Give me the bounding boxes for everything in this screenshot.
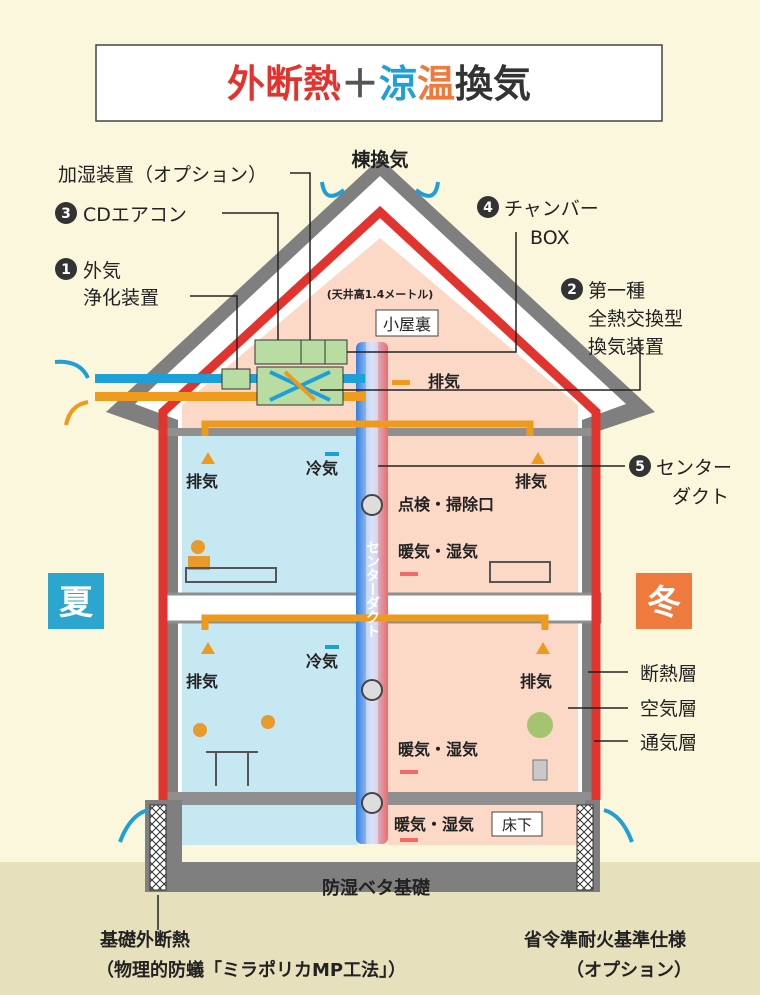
badge-4: 4 <box>483 200 493 216</box>
summer-label: 夏 <box>59 583 94 623</box>
cool-air-label-2f: 冷気 <box>306 459 338 478</box>
warm-humid-label-2f: 暖気・湿気 <box>398 542 478 561</box>
number-badges <box>55 196 651 477</box>
badge-1: 1 <box>61 262 71 278</box>
exhaust-label-summer-1f: 排気 <box>186 672 218 691</box>
warm-humid-label-underfloor: 暖気・湿気 <box>394 815 474 834</box>
exhaust-label-winter-2f: 排気 <box>515 472 547 491</box>
winter-badge <box>636 573 692 629</box>
furniture-summer <box>188 540 275 737</box>
air-purifier-label-1: 外気 <box>83 260 121 282</box>
winter-label: 冬 <box>647 583 681 623</box>
underfloor-label: 床下 <box>502 816 532 834</box>
foundation-insulation-left <box>149 804 167 891</box>
ceiling-height-label: (天井高1.4メートル) <box>327 287 434 301</box>
vent-layer-label: 通気層 <box>640 732 697 754</box>
inspection-port-label: 点検・掃除口 <box>398 495 494 514</box>
fireproof-label-1: 省令準耐火基準仕様 <box>523 929 687 951</box>
humidifier-unit <box>254 339 302 365</box>
humidifier-label: 加湿装置（オプション） <box>58 164 267 186</box>
exhaust-label-winter-1f: 排気 <box>520 672 552 691</box>
underfloor-winter <box>388 805 578 845</box>
foundation-insulation-right <box>576 804 594 891</box>
exhaust-label-summer-2f: 排気 <box>186 472 218 491</box>
room-winter-lower <box>388 622 578 792</box>
exhaust-duct-1f <box>201 614 549 630</box>
chamber-label-2: BOX <box>530 227 569 249</box>
center-duct-label-1: センター <box>656 457 732 479</box>
foundation-insulation-label-2: （物理的防蟻「ミラポリカMP工法」） <box>96 959 406 981</box>
inspection-ports <box>361 494 383 814</box>
summer-badge <box>48 573 104 629</box>
foundation-slab <box>145 800 600 892</box>
exhaust-duct-2f <box>201 420 534 436</box>
foundation-label: 防湿ベタ基礎 <box>322 877 430 899</box>
exhaust-pipe <box>95 392 365 401</box>
plant-pot <box>532 759 548 781</box>
chamber-box <box>324 339 348 365</box>
furniture-lines <box>185 561 551 786</box>
page-title: 外断熱＋涼温換気 <box>227 62 531 106</box>
chamber-label-1: チャンバー <box>504 198 599 220</box>
insulation-layer-line <box>158 205 601 800</box>
underfloor-summer <box>182 805 358 845</box>
center-duct-label-2: ダクト <box>672 486 729 508</box>
air-purifier-unit <box>221 368 251 390</box>
center-duct-vertical-label: センターダクト <box>364 540 380 638</box>
cd-aircon-label: CDエアコン <box>83 204 187 226</box>
roof-vent-label: 棟換気 <box>351 148 408 171</box>
cool-air-label-1f: 冷気 <box>306 652 338 671</box>
ventilator-label-3: 換気装置 <box>588 336 664 358</box>
ventilator-label-1: 第一種 <box>588 280 645 302</box>
attic-label: 小屋裏 <box>383 315 431 334</box>
badge-3: 3 <box>61 206 71 222</box>
air-layer-label: 空気層 <box>640 698 697 720</box>
title-box <box>95 44 663 122</box>
room-winter-upper <box>388 432 578 594</box>
warm-humid-label-1f: 暖気・湿気 <box>398 740 478 759</box>
air-purifier-label-2: 浄化装置 <box>83 287 159 309</box>
badge-5: 5 <box>635 459 645 475</box>
exhaust-label-attic: 排気 <box>428 372 460 391</box>
badge-2: 2 <box>567 282 577 298</box>
ventilator-label-2: 全熱交換型 <box>588 308 683 330</box>
foundation-insulation-label-1: 基礎外断熱 <box>99 929 190 951</box>
leader-lines <box>190 172 641 742</box>
plant <box>527 712 553 738</box>
insulation-layer-label: 断熱層 <box>640 663 697 685</box>
fireproof-label-2: （オプション） <box>566 959 692 981</box>
airflow-arrows <box>54 181 634 843</box>
